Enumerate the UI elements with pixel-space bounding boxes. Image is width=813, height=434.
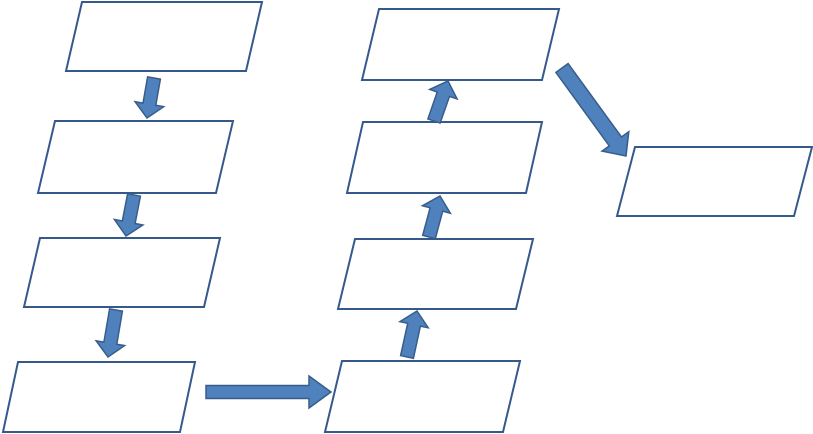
arrow-up-3-icon [426,80,459,125]
flow-node-left-4 [1,361,197,433]
flow-arrows-layer [94,62,630,410]
flow-node-right-1 [615,146,813,217]
flow-node-left-3 [22,237,222,308]
arrow-diagonal-icon [554,62,630,157]
flow-node-middle-4 [323,360,522,433]
arrow-down-2-icon [112,192,145,238]
flow-node-middle-3 [336,238,535,310]
arrow-up-1-icon [397,309,430,360]
flow-node-left-1 [64,1,264,72]
flow-node-left-2 [36,120,235,194]
arrow-down-1-icon [133,76,166,120]
arrow-down-3-icon [94,308,127,359]
flow-node-middle-2 [345,121,544,194]
flow-node-middle-1 [360,8,561,81]
arrow-right-1-icon [205,374,333,410]
arrow-up-2-icon [420,194,453,240]
